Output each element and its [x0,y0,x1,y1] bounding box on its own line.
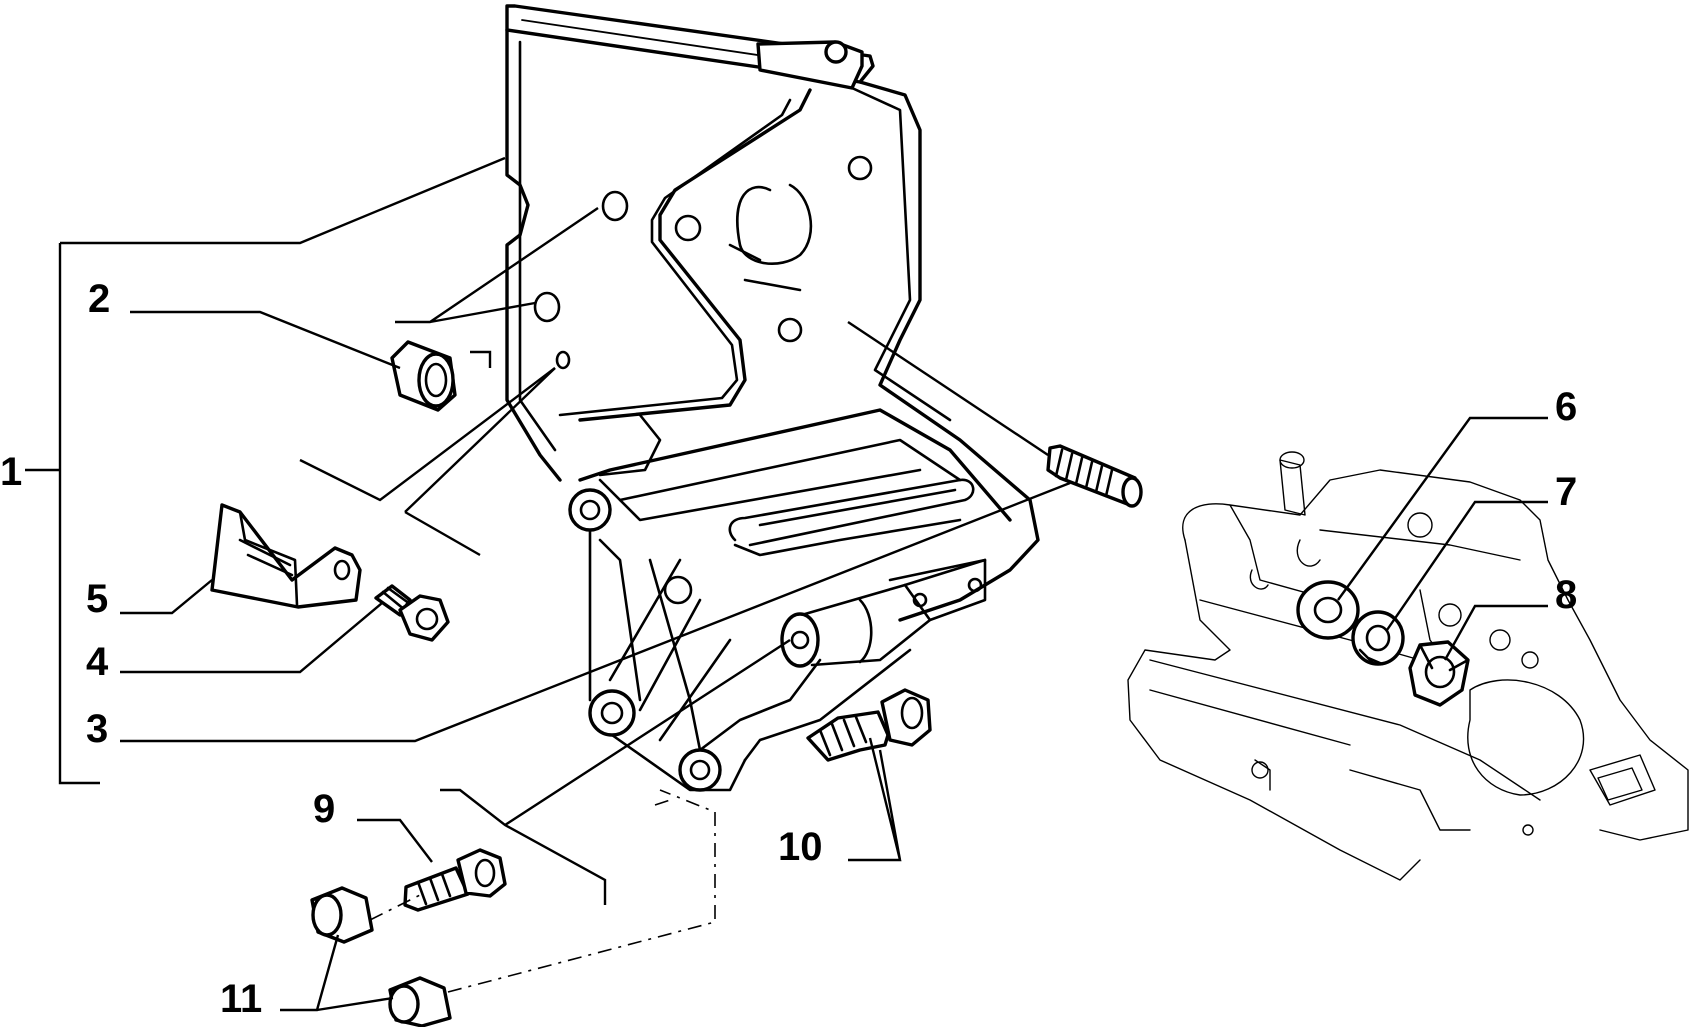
part-7-spring-washer [1351,610,1405,666]
part-6-washer [1296,580,1360,640]
part-11-bushes [310,886,452,1027]
callout-5: 5 [86,577,108,621]
callout-8: 8 [1555,573,1577,617]
alignment-lines [369,789,716,993]
leader-lines [25,156,1548,1012]
part-8-nut [1408,640,1470,707]
part-10-bolt [806,688,932,762]
callout-10: 10 [778,825,823,869]
callout-9: 9 [313,787,335,831]
callout-4: 4 [86,640,109,684]
support-bracket [505,4,1040,792]
callout-3: 3 [86,707,108,751]
pump-assembly [1127,451,1689,881]
part-3-stud [1046,444,1143,508]
callout-1: 1 [0,450,22,494]
callout-11: 11 [220,977,262,1021]
callout-7: 7 [1555,470,1577,514]
part-2-bush [390,340,457,412]
part-5-plate [210,503,362,609]
part-4-bolt [374,584,450,642]
callouts: 1 2 3 4 5 6 7 8 9 10 11 [0,277,1577,1021]
callout-2: 2 [88,277,110,321]
callout-6: 6 [1555,385,1577,429]
part-9-bolt [403,848,507,912]
